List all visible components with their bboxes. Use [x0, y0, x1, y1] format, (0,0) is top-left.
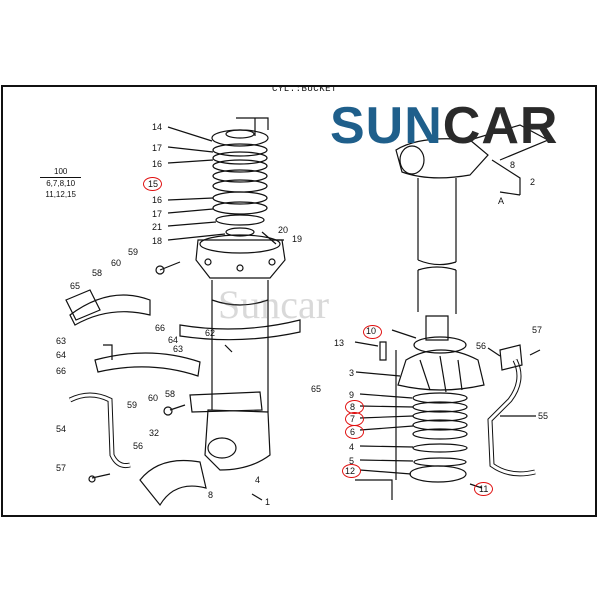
- watermark: Suncar: [218, 282, 330, 327]
- diagram-title: CYL.:BUCKET: [272, 84, 337, 94]
- callout-57: 57: [56, 463, 67, 473]
- callout-1: 1: [265, 497, 271, 507]
- highlight-10: [363, 325, 382, 339]
- callout-16: 16: [152, 195, 163, 205]
- callout-8: 8: [350, 402, 356, 412]
- highlight-12: [342, 464, 361, 478]
- callout-18: 18: [152, 236, 163, 246]
- callout-10: 10: [366, 326, 377, 336]
- callout-66: 66: [56, 366, 67, 376]
- cylinder-tube: [211, 280, 269, 412]
- callout-66: 66: [155, 323, 166, 333]
- callout-4: 4: [255, 475, 261, 485]
- callout-55: 55: [538, 411, 549, 421]
- callout-63: 63: [173, 344, 184, 354]
- callout-3: 3: [349, 368, 355, 378]
- backup-ring-11: [409, 465, 467, 483]
- callout-64: 64: [56, 350, 67, 360]
- callout-21: 21: [152, 222, 163, 232]
- callout-56: 56: [476, 341, 487, 351]
- callout-4: 4: [349, 442, 355, 452]
- callout-6: 6: [350, 427, 356, 437]
- callout-17: 17: [152, 209, 163, 219]
- gland: [397, 349, 485, 391]
- piston-rod: [417, 178, 457, 262]
- callout-54: 54: [56, 424, 67, 434]
- callout-19: 19: [292, 234, 303, 244]
- callout-20: 20: [278, 225, 289, 235]
- callout-13: 13: [334, 338, 345, 348]
- callout-17: 17: [152, 143, 163, 153]
- callout-59: 59: [128, 247, 139, 257]
- callout-7: 7: [350, 414, 356, 424]
- logo-text-car: CAR: [442, 97, 559, 155]
- kit-parts-2: 11,12,15: [45, 190, 76, 199]
- callout-63: 63: [56, 336, 67, 346]
- clamp-band: [179, 319, 301, 341]
- clamp-lower: [94, 352, 201, 377]
- elbow-fitting: [139, 459, 207, 507]
- logo-text-sun: SUN: [330, 97, 443, 155]
- rod-seal-stack: [409, 392, 468, 483]
- callout-58: 58: [92, 268, 103, 278]
- kit-note: 100 6,7,8,10 11,12,15: [40, 166, 82, 200]
- highlight-11: [474, 482, 493, 496]
- hose-54: [68, 392, 131, 468]
- callout-56: 56: [133, 441, 144, 451]
- callout-64: 64: [168, 335, 179, 345]
- suncar-logo: SUNCAR: [330, 96, 558, 156]
- callout-12: 12: [345, 466, 356, 476]
- callout-9: 9: [349, 390, 355, 400]
- callout-16: 16: [152, 159, 163, 169]
- kit-parts-1: 6,7,8,10: [46, 179, 76, 188]
- callout-11: 11: [479, 484, 489, 494]
- callout-59: 59: [127, 400, 138, 410]
- callout-58: 58: [165, 389, 176, 399]
- callout-62: 62: [205, 328, 216, 338]
- callout-A: A: [498, 196, 505, 206]
- kit-number: 100: [40, 166, 82, 178]
- callout-32: 32: [149, 428, 160, 438]
- callout-65: 65: [311, 384, 322, 394]
- highlight-6: [345, 425, 364, 439]
- rod-eye-head: [395, 138, 489, 179]
- seal-stack: [212, 143, 268, 237]
- hose-55: [487, 358, 536, 477]
- callout-14: 14: [152, 122, 163, 132]
- callout-65: 65: [70, 281, 81, 291]
- callout-5: 5: [349, 456, 355, 466]
- callout-60: 60: [148, 393, 159, 403]
- callout-60: 60: [111, 258, 122, 268]
- callout-8: 8: [510, 160, 516, 170]
- clamp-upper: [69, 294, 151, 326]
- callout-2: 2: [530, 177, 536, 187]
- callout-8: 8: [208, 490, 214, 500]
- diagram-border: [1, 85, 597, 517]
- callout-15: 15: [148, 179, 159, 189]
- callout-57: 57: [532, 325, 543, 335]
- clamp-bracket: [189, 391, 263, 413]
- highlight-15: [143, 177, 162, 191]
